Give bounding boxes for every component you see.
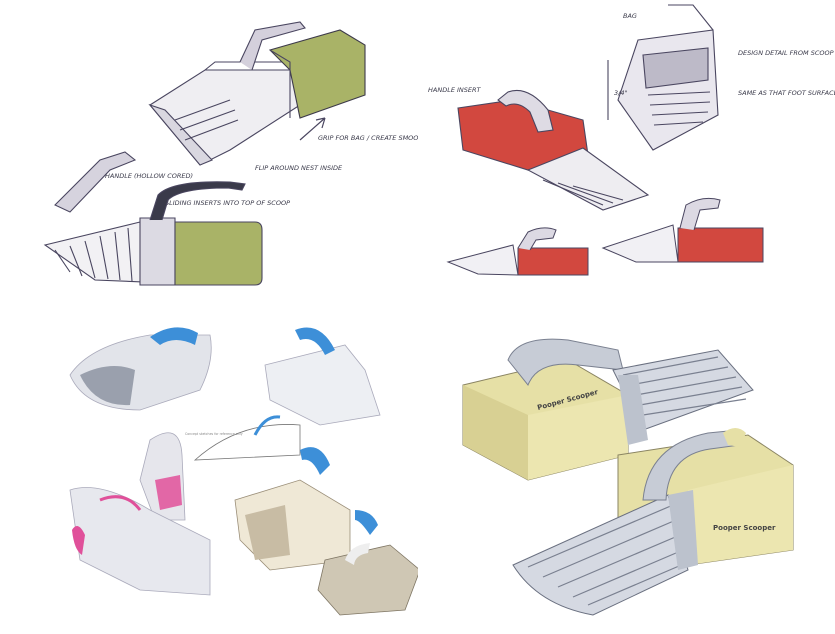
side-view-left	[446, 227, 589, 276]
arrow-mark	[299, 117, 326, 141]
scoop-sketch-bottom	[43, 181, 263, 286]
render-panel-concepts: Concept sketches for reference only	[0, 315, 421, 629]
note-handle-insert: HANDLE INSERT	[428, 86, 482, 94]
concept-render-2	[264, 327, 381, 426]
note-handle: HANDLE (HOLLOW CORED)	[105, 172, 193, 180]
cad-render-panel: Pooper Scooper Pooper Scooper	[418, 315, 835, 629]
concept-render-6	[317, 543, 421, 616]
sketch-panel-red: HANDLE INSERT BAG 3/4" DESIGN DETAIL FRO…	[418, 0, 835, 315]
concept-outline	[193, 415, 301, 461]
sketch-panel-green: GRIP FOR BAG / CREATE SMOOTH SURFACE FLI…	[0, 0, 460, 315]
note-grip: GRIP FOR BAG / CREATE SMOOTH SURFACE	[318, 134, 418, 142]
side-view-right	[601, 197, 764, 263]
note-detail: DESIGN DETAIL FROM SCOOP	[738, 49, 834, 57]
concept-render-4	[69, 487, 211, 596]
note-flip: FLIP AROUND NEST INSIDE	[255, 164, 343, 172]
concept-render-1	[69, 327, 212, 411]
brand-bottom: Pooper Scooper	[713, 524, 776, 532]
cad-scooper-top: Pooper Scooper	[462, 338, 754, 481]
scoop-sketch-red	[457, 89, 650, 211]
concept-render-3	[139, 432, 186, 521]
cad-scooper-bottom: Pooper Scooper	[512, 428, 794, 616]
detail-sketch	[607, 4, 719, 151]
note-slider: SLIDING INSERTS INTO TOP OF SCOOP	[165, 199, 290, 207]
note-surface: SAME AS THAT FOOT SURFACE	[738, 89, 835, 97]
note-bag: BAG	[623, 12, 637, 20]
handle-sketch	[54, 151, 137, 213]
scoop-sketch-top	[148, 21, 366, 166]
note-dim: 3/4"	[614, 89, 627, 97]
render-caption: Concept sketches for reference only	[185, 432, 243, 436]
concept-render-5	[234, 447, 378, 571]
